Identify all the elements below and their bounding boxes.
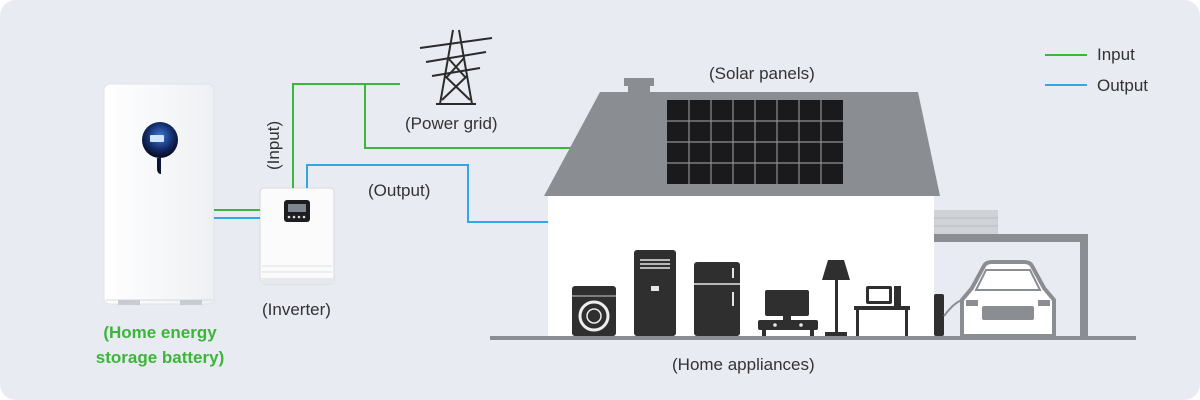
inverter-unit [259, 187, 335, 285]
power-tower-icon [419, 29, 493, 105]
input-label: (Input) [264, 120, 283, 170]
battery-label-line1: (Home energy [103, 323, 217, 342]
battery-label-line2: storage battery) [95, 348, 225, 367]
inverter-label: (Inverter) [262, 300, 331, 319]
air-conditioner-icon [634, 250, 676, 336]
solar-panel-array [667, 100, 843, 184]
input-lines [214, 83, 665, 211]
battery-unit [103, 83, 215, 305]
washing-machine-icon [572, 286, 616, 336]
car-icon [960, 260, 1056, 338]
power-grid-label: (Power grid) [405, 114, 498, 133]
solar-panels-label: (Solar panels) [709, 64, 815, 83]
home-appliances-label: (Home appliances) [672, 355, 815, 374]
television-icon [758, 290, 818, 336]
output-label: (Output) [368, 181, 431, 200]
legend-output-label: Output [1097, 76, 1149, 95]
refrigerator-icon [694, 262, 740, 336]
legend-input-label: Input [1097, 45, 1135, 64]
battery-label: (Home energy storage battery) [82, 320, 238, 370]
floor-lamp-icon [822, 260, 850, 336]
computer-desk-icon [854, 286, 910, 336]
